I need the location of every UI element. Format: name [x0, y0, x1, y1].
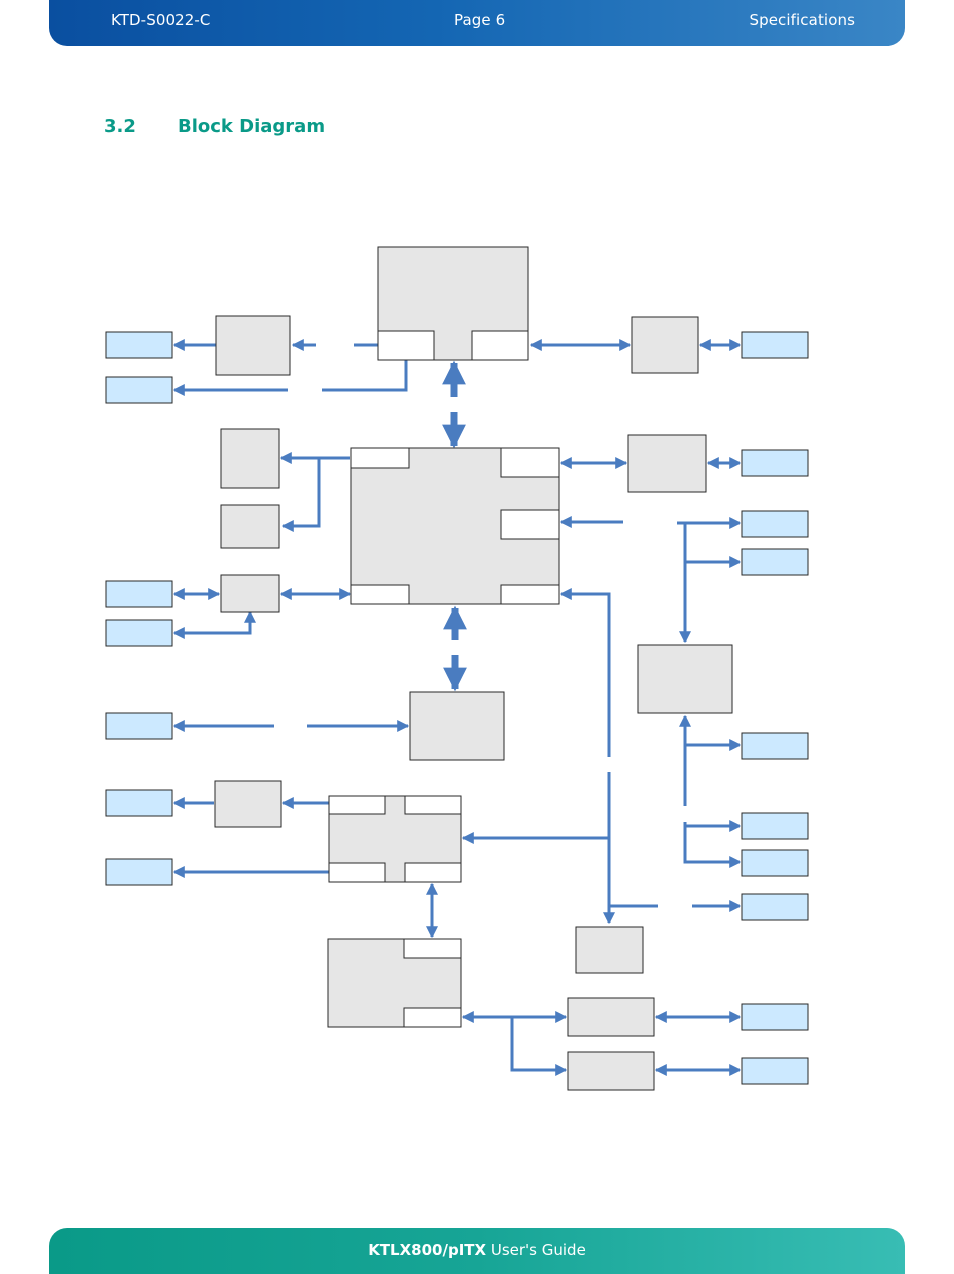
nb-port-mid-right: [500, 509, 560, 540]
footer-text: KTLX800/pITX User's Guide: [49, 1241, 905, 1259]
interface-box: [741, 548, 809, 576]
nb-port-bottom-right: [500, 584, 560, 605]
interface-box: [105, 331, 173, 359]
memory-block-lower: [220, 504, 280, 549]
interface-box: [741, 331, 809, 359]
left-lower-block: [214, 780, 282, 828]
small-bottom-block: [575, 926, 644, 974]
section-number: 3.2: [104, 116, 136, 137]
interface-box: [105, 712, 173, 740]
lower-center-block: [409, 691, 505, 761]
interface-box: [741, 893, 809, 921]
sb-port-bottom-left: [328, 862, 386, 883]
interface-box: [105, 619, 173, 647]
bottom-right-block-lower: [567, 1051, 655, 1091]
interface-boxes: [105, 331, 809, 1085]
bottom-right-block-upper: [567, 997, 655, 1037]
right-tall-block: [637, 644, 733, 714]
cpu-port-right: [471, 330, 529, 361]
page-footer: KTLX800/pITX User's Guide: [49, 1228, 905, 1274]
nb-port-top-left: [350, 447, 410, 469]
interface-box: [105, 580, 173, 608]
interface-box: [741, 510, 809, 538]
interface-box: [741, 812, 809, 840]
left-top-block: [215, 315, 291, 376]
left-small-block: [220, 574, 280, 613]
product-name: KTLX800/pITX: [368, 1241, 487, 1259]
sb-port-bottom-right: [404, 862, 462, 883]
section-title: Block Diagram: [178, 116, 326, 137]
sb-port-top-right: [404, 795, 462, 815]
document-id: KTD-S0022-C: [111, 11, 211, 29]
page-number: Page 6: [454, 11, 506, 29]
memory-block-upper: [220, 428, 280, 489]
right-mid-block: [627, 434, 707, 493]
interface-box: [105, 789, 173, 817]
guide-label: User's Guide: [490, 1241, 586, 1259]
page-header: KTD-S0022-C Page 6 Specifications: [49, 0, 905, 46]
sb-port-top-left: [328, 795, 386, 815]
interface-box: [741, 1057, 809, 1085]
section-heading: 3.2 Block Diagram: [104, 116, 325, 137]
cpu-port-left: [377, 330, 435, 361]
right-top-block: [631, 316, 699, 374]
interface-box: [105, 858, 173, 886]
interface-box: [741, 1003, 809, 1031]
interface-box: [741, 849, 809, 877]
diagram-blocks: [214, 246, 733, 1091]
chapter-name: Specifications: [749, 11, 855, 29]
interface-box: [105, 376, 173, 404]
interface-box: [741, 732, 809, 760]
nb-port-bottom-left: [350, 584, 410, 605]
nb-port-top-right: [500, 447, 560, 478]
bottom-block-port-bottom: [403, 1007, 462, 1028]
interface-box: [741, 449, 809, 477]
bottom-block-port-top: [403, 938, 462, 959]
connector-lines: [172, 339, 742, 1076]
